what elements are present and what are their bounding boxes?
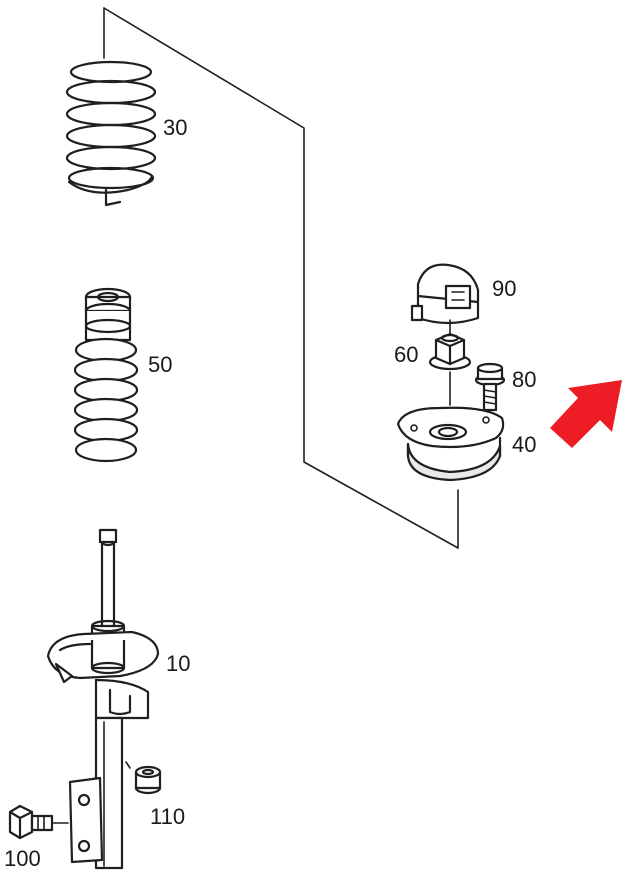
assembly-frame: [103, 7, 459, 549]
coil-spring[interactable]: [65, 60, 157, 207]
flange-nut[interactable]: [428, 319, 472, 406]
mounting-bolt[interactable]: [474, 362, 506, 423]
bump-stop-boot[interactable]: [73, 287, 139, 463]
part-label-50: 50: [148, 352, 172, 377]
part-label-60: 60: [394, 342, 418, 367]
part-label-30: 30: [163, 115, 187, 140]
part-label-110: 110: [150, 804, 185, 829]
part-label-40: 40: [512, 432, 536, 457]
part-label-100: 100: [4, 846, 41, 871]
strut-top-mount[interactable]: [396, 406, 505, 482]
part-label-90: 90: [492, 276, 516, 301]
highlight-arrow: [550, 380, 622, 448]
rubber-grommet[interactable]: [125, 761, 162, 795]
protective-cap[interactable]: [410, 263, 480, 325]
hex-bolt[interactable]: [8, 804, 69, 840]
part-label-10: 10: [166, 651, 190, 676]
part-label-80: 80: [512, 367, 536, 392]
shock-absorber-strut[interactable]: [46, 528, 160, 870]
